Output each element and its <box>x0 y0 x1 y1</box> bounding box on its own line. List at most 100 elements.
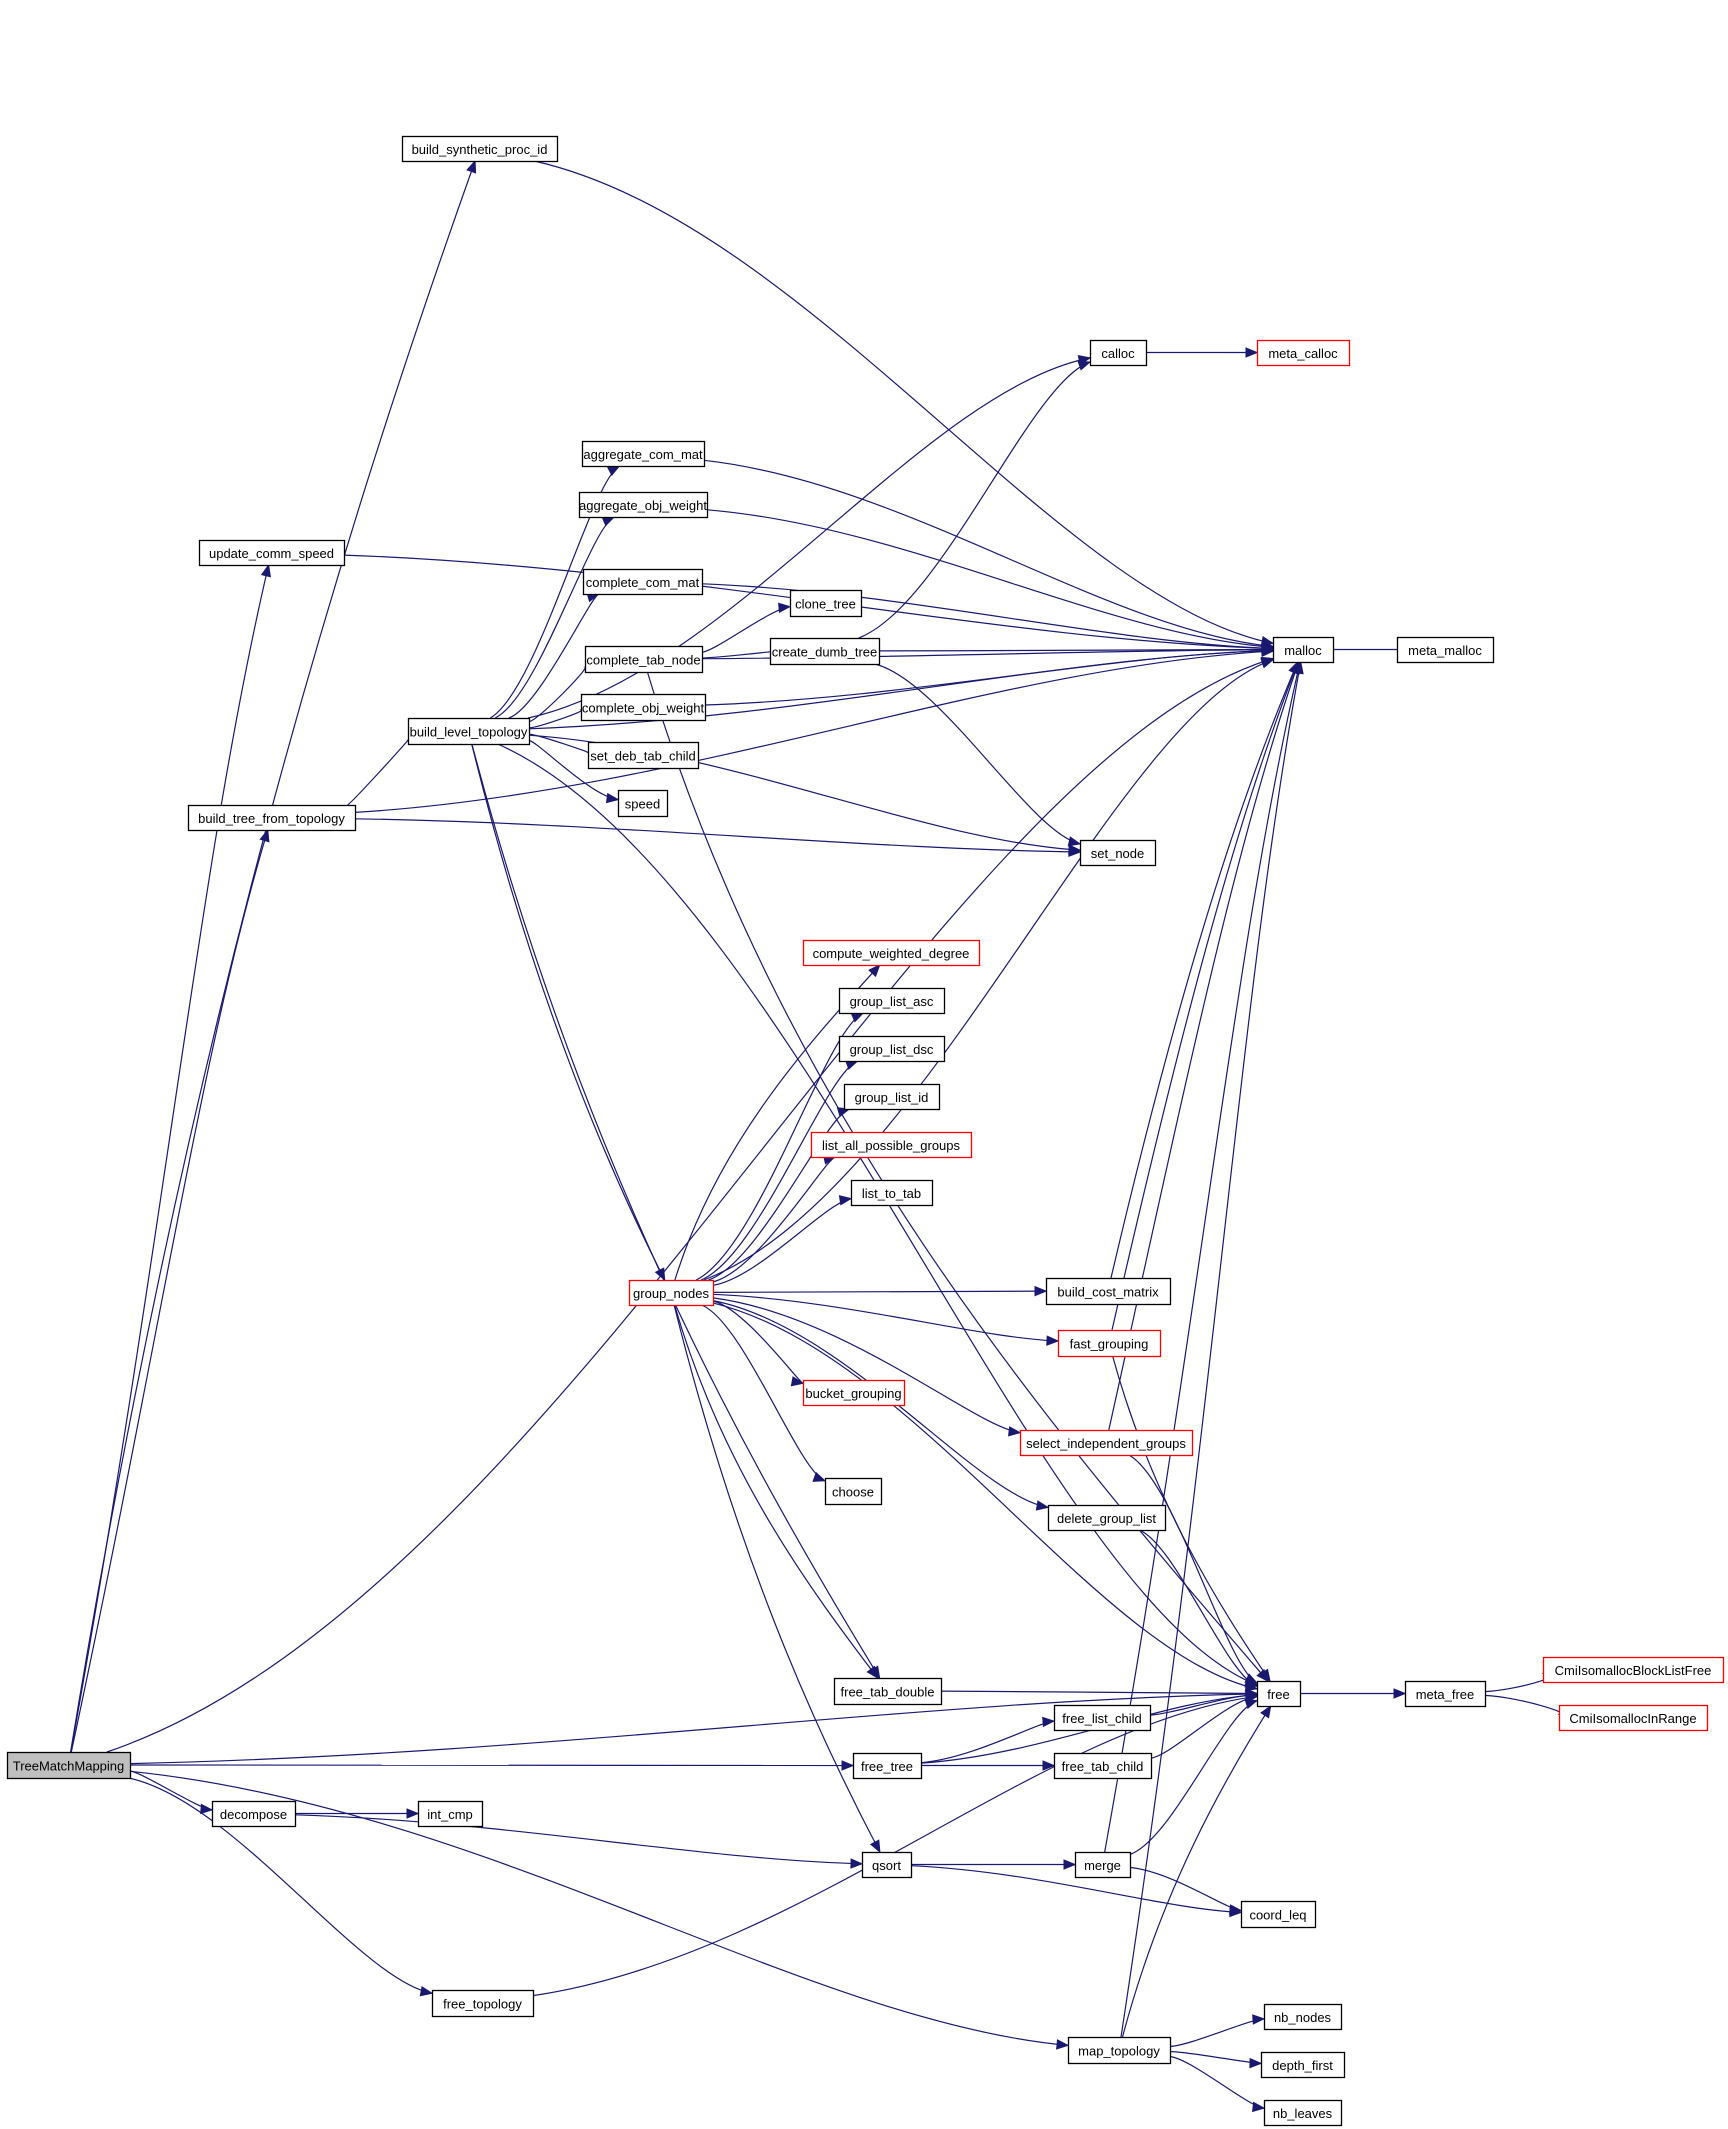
node-delete-group-list[interactable]: delete_group_list <box>1047 1504 1167 1532</box>
node-build-synthetic-proc-id[interactable]: build_synthetic_proc_id <box>401 135 559 163</box>
node-free[interactable]: free <box>1256 1680 1302 1708</box>
arrowhead-icon <box>1063 1859 1077 1870</box>
node-compute-weighted-degree[interactable]: compute_weighted_degree <box>802 939 981 967</box>
node-free-topology[interactable]: free_topology <box>431 1989 535 2018</box>
edge-qsort-to-coord-leq <box>910 1865 1242 1913</box>
arrowhead-icon <box>601 516 616 527</box>
node-group-list-id[interactable]: group_list_id <box>843 1083 941 1111</box>
node-build-tree-from-topology[interactable]: build_tree_from_topology <box>187 804 357 832</box>
node-free-tree[interactable]: free_tree <box>852 1752 923 1780</box>
node-decompose[interactable]: decompose <box>211 1800 297 1828</box>
node-map-topology[interactable]: map_topology <box>1067 2036 1172 2065</box>
edge-map-topology-to-nb-nodes <box>1169 2018 1265 2048</box>
node-int-cmp[interactable]: int_cmp <box>417 1800 484 1828</box>
arrowhead-icon <box>200 1803 214 1815</box>
node-box <box>1074 1851 1132 1879</box>
node-group-nodes[interactable]: group_nodes <box>628 1279 715 1307</box>
node-label: aggregate_obj_weight <box>579 498 707 513</box>
node-label: choose <box>832 1485 874 1500</box>
edge-build-level-topology-to-complete-com-mat <box>508 593 600 719</box>
node-set-deb-tab-child[interactable]: set_deb_tab_child <box>587 741 700 770</box>
edge-tree-match-mapping-to-free <box>129 1693 1258 1765</box>
node-aggregate-com-mat[interactable]: aggregate_com_mat <box>581 440 706 468</box>
edge-map-topology-to-free <box>1121 1705 1272 2038</box>
edge-create-dumb-tree-to-set-node <box>874 663 1081 845</box>
node-label: meta_malloc <box>1408 643 1482 658</box>
node-label: compute_weighted_degree <box>813 946 970 961</box>
node-qsort[interactable]: qsort <box>861 1851 913 1879</box>
node-label: set_deb_tab_child <box>590 749 696 764</box>
node-group-list-dsc[interactable]: group_list_dsc <box>838 1035 946 1063</box>
node-complete-tab-node[interactable]: complete_tab_node <box>584 645 704 674</box>
node-tree-match-mapping[interactable]: TreeMatchMapping <box>6 1751 132 1780</box>
node-label: select_independent_groups <box>1026 1436 1186 1451</box>
node-label: TreeMatchMapping <box>13 1759 125 1774</box>
node-box <box>769 637 881 666</box>
node-nb-nodes[interactable]: nb_nodes <box>1263 2003 1343 2031</box>
node-list-to-tab[interactable]: list_to_tab <box>850 1179 934 1207</box>
edge-tree-match-mapping-to-free-tree <box>129 1764 854 1767</box>
node-nb-leaves[interactable]: nb_leaves <box>1263 2099 1343 2127</box>
node-box <box>1057 1329 1162 1358</box>
node-box <box>1542 1656 1725 1684</box>
node-depth-first[interactable]: depth_first <box>1260 2051 1346 2079</box>
node-build-level-topology[interactable]: build_level_topology <box>407 717 531 746</box>
arrowhead-icon <box>1046 1335 1060 1346</box>
node-cmi-isomalloc-block-list-free[interactable]: CmiIsomallocBlockListFree <box>1542 1656 1725 1684</box>
node-meta-malloc[interactable]: meta_malloc <box>1396 636 1495 664</box>
edge-select-independent-groups-to-free <box>1128 1454 1258 1684</box>
node-label: bucket_grouping <box>805 1386 901 1401</box>
node-box <box>187 804 357 832</box>
node-label: build_synthetic_proc_id <box>412 142 548 157</box>
node-box <box>580 693 707 722</box>
node-update-comm-speed[interactable]: update_comm_speed <box>198 539 346 567</box>
node-box <box>581 440 706 468</box>
node-meta-free[interactable]: meta_free <box>1404 1680 1487 1708</box>
arrowhead-icon <box>1008 1426 1022 1437</box>
node-merge[interactable]: merge <box>1074 1851 1132 1879</box>
node-coord-leq[interactable]: coord_leq <box>1240 1900 1317 1929</box>
arrowhead-icon <box>1056 2039 1070 2050</box>
edge-meta-free-to-cmi-isomalloc-in-range <box>1484 1694 1563 1716</box>
node-list-all-possible-groups[interactable]: list_all_possible_groups <box>810 1131 973 1159</box>
node-aggregate-obj-weight[interactable]: aggregate_obj_weight <box>578 491 709 519</box>
node-calloc[interactable]: calloc <box>1089 339 1148 367</box>
edge-select-independent-groups-to-malloc <box>1108 661 1300 1431</box>
node-free-tab-double[interactable]: free_tab_double <box>833 1677 943 1706</box>
node-box <box>810 1131 973 1159</box>
node-clone-tree[interactable]: clone_tree <box>789 589 863 618</box>
node-label: meta_calloc <box>1268 346 1338 361</box>
node-meta-calloc[interactable]: meta_calloc <box>1256 339 1351 367</box>
node-malloc[interactable]: malloc <box>1272 636 1335 664</box>
node-choose[interactable]: choose <box>824 1477 883 1506</box>
node-set-node[interactable]: set_node <box>1079 839 1157 867</box>
node-build-cost-matrix[interactable]: build_cost_matrix <box>1045 1277 1172 1306</box>
node-select-independent-groups[interactable]: select_independent_groups <box>1019 1429 1194 1457</box>
arrowhead-icon <box>419 1985 434 1997</box>
node-box <box>1396 636 1495 664</box>
node-label: int_cmp <box>427 1807 473 1822</box>
node-label: map_topology <box>1078 2044 1160 2059</box>
edge-merge-to-coord-leq <box>1129 1866 1242 1912</box>
edge-build-level-topology-to-complete-obj-weight <box>528 709 583 729</box>
edge-create-dumb-tree-to-malloc <box>878 648 1274 652</box>
node-create-dumb-tree[interactable]: create_dumb_tree <box>769 637 881 666</box>
node-free-list-child[interactable]: free_list_child <box>1053 1704 1152 1732</box>
edge-merge-to-malloc <box>1104 661 1301 1853</box>
edge-group-nodes-to-group-list-id <box>708 1108 850 1281</box>
edge-build-level-topology-to-free <box>497 743 1258 1686</box>
arrowhead-icon <box>1068 844 1082 855</box>
node-label: complete_com_mat <box>586 575 700 590</box>
node-complete-com-mat[interactable]: complete_com_mat <box>582 568 704 596</box>
node-complete-obj-weight[interactable]: complete_obj_weight <box>580 693 707 722</box>
node-box <box>1260 2051 1346 2079</box>
node-bucket-grouping[interactable]: bucket_grouping <box>802 1379 906 1407</box>
node-free-tab-child[interactable]: free_tab_child <box>1053 1752 1153 1780</box>
node-cmi-isomalloc-in-range[interactable]: CmiIsomallocInRange <box>1558 1704 1709 1732</box>
node-group-list-asc[interactable]: group_list_asc <box>838 987 946 1015</box>
node-fast-grouping[interactable]: fast_grouping <box>1057 1329 1162 1358</box>
node-speed[interactable]: speed <box>617 789 669 818</box>
node-box <box>802 1379 906 1407</box>
edge-delete-group-list-to-free <box>1138 1529 1258 1687</box>
edge-aggregate-obj-weight-to-malloc <box>706 509 1274 648</box>
